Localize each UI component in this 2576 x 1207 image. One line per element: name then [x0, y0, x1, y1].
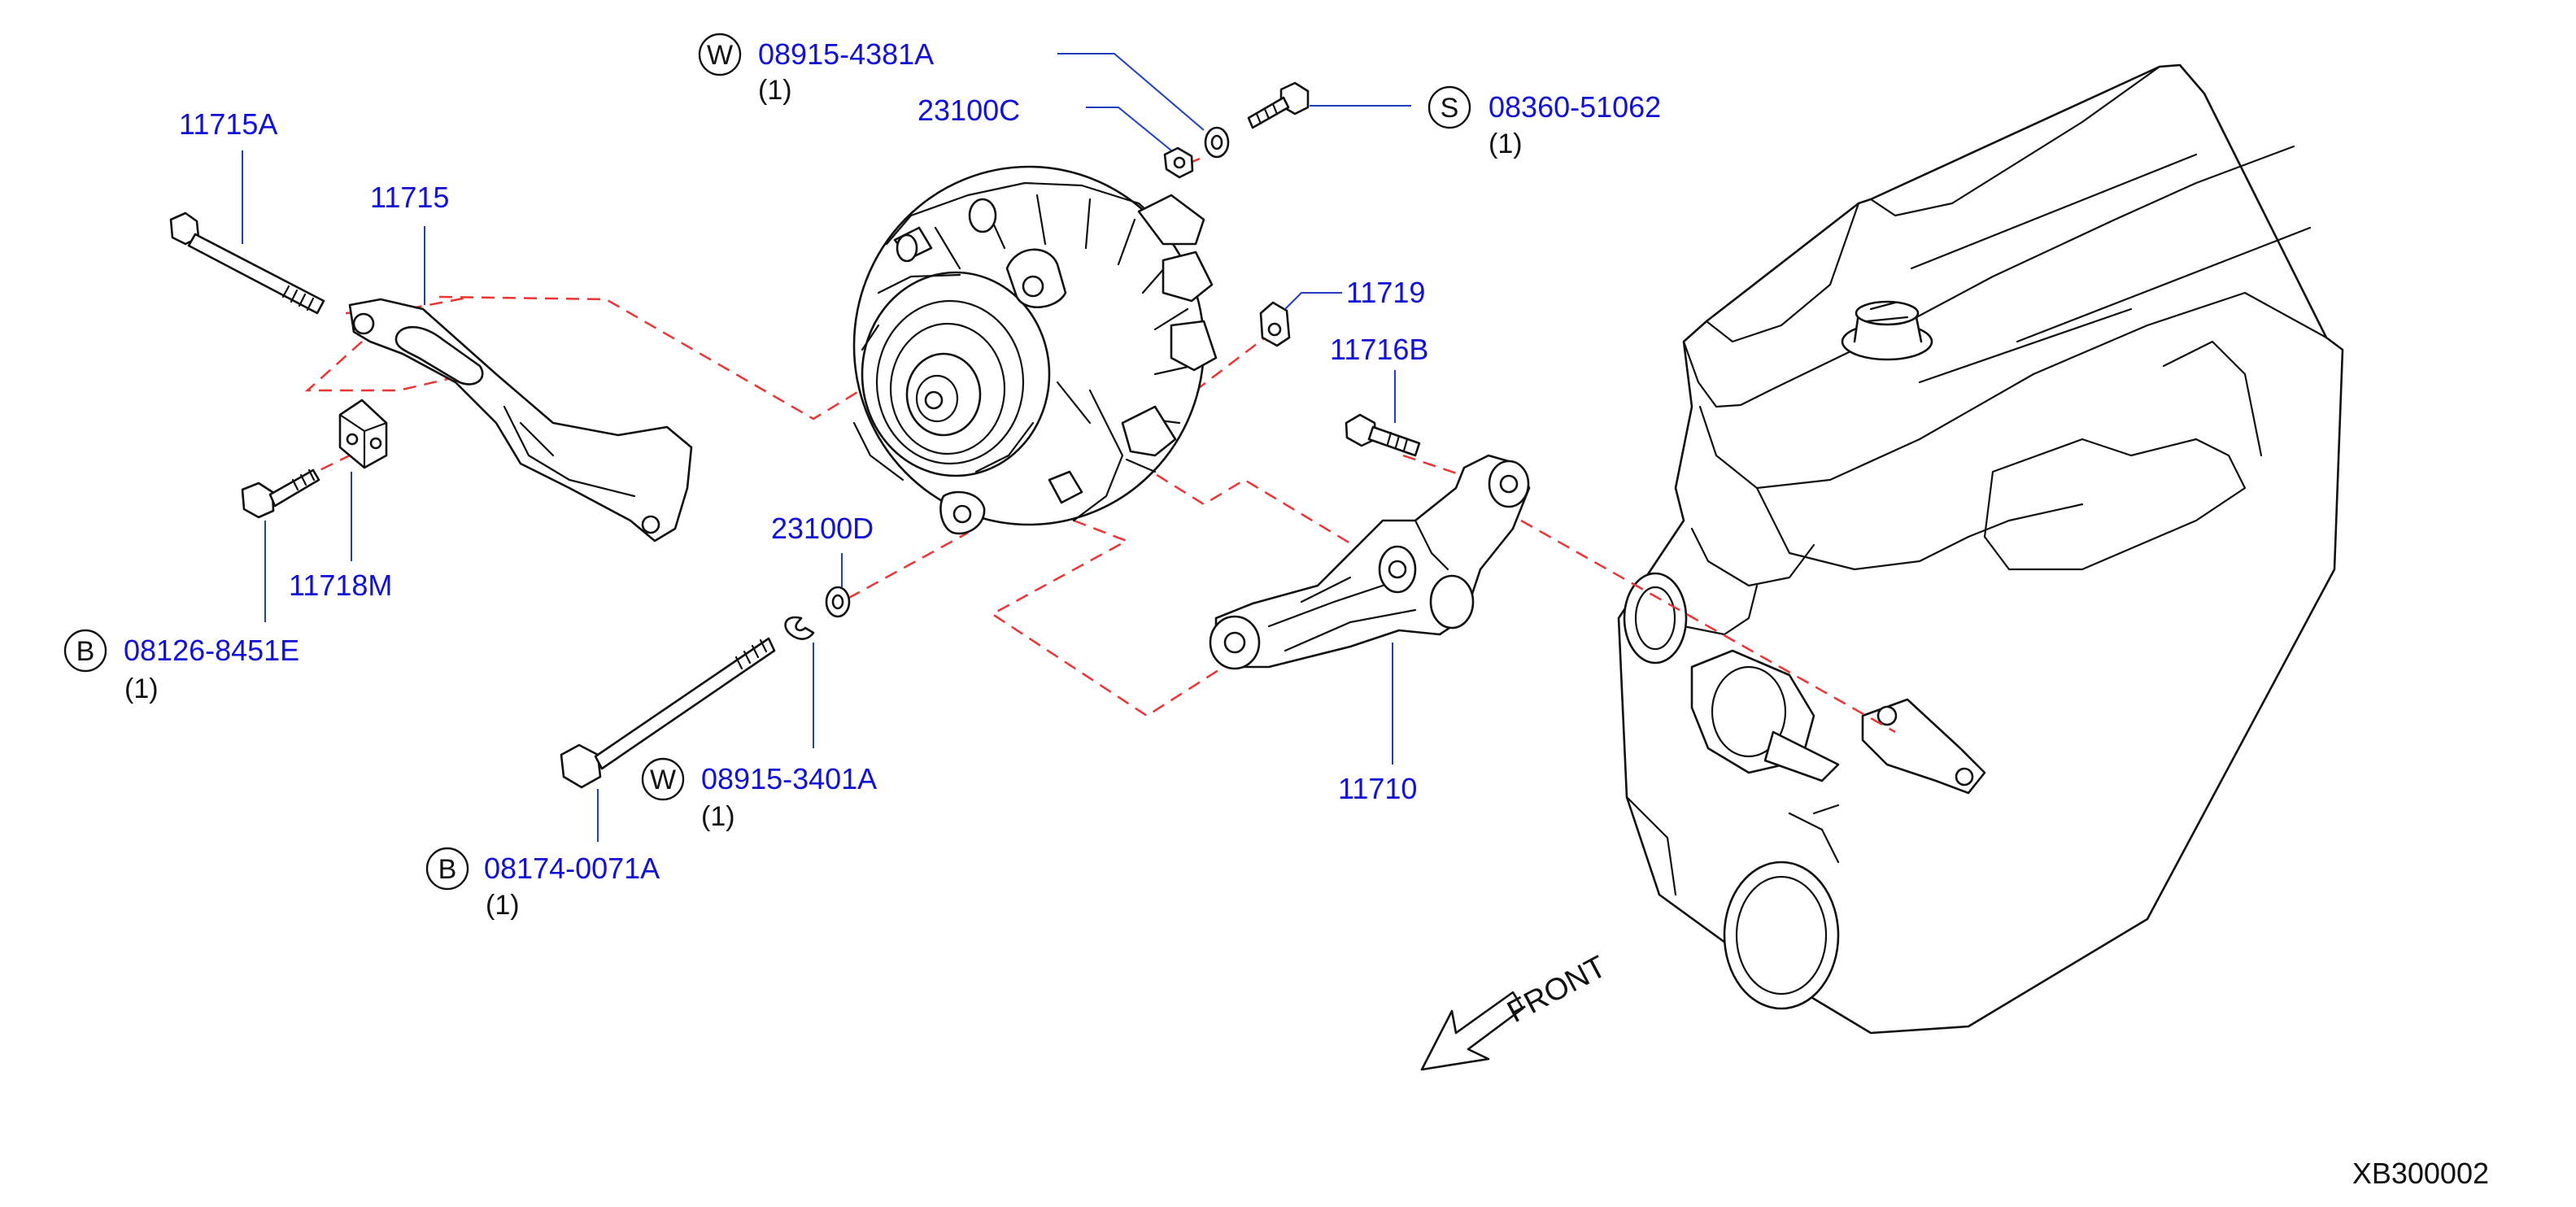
front-direction-arrow: FRONT [1420, 949, 1612, 1071]
part-number[interactable]: 11715A [179, 107, 277, 141]
mounting-bracket-drawing [1209, 454, 1531, 670]
spacer-11719 [1259, 301, 1291, 347]
badge-letter: B [438, 854, 457, 885]
part-number[interactable]: 08360-51062 [1489, 90, 1661, 124]
adjusting-bracket-drawing [348, 298, 693, 542]
nut-23100d [825, 586, 851, 618]
washer-08915-4381a [1204, 126, 1230, 159]
callout-08126-8451e[interactable]: B 08126-8451E (1) [63, 629, 299, 704]
quantity: (1) [124, 673, 159, 704]
badge-circle [698, 33, 742, 76]
part-number[interactable]: 08126-8451E [124, 634, 299, 667]
part-number[interactable]: 11715 [370, 181, 449, 214]
quantity: (1) [486, 890, 520, 921]
stud-08360-51062 [1247, 81, 1310, 129]
quantity: (1) [758, 75, 792, 106]
leader-lines [242, 53, 1411, 842]
nut-23100c [1163, 146, 1194, 179]
badge-letter: W [650, 765, 676, 795]
callout-11710[interactable]: 11710 [1338, 772, 1417, 805]
callout-11715[interactable]: 11715 [370, 181, 449, 214]
callout-23100d[interactable]: 23100D [771, 512, 874, 545]
callout-11718m[interactable]: 11718M [289, 569, 392, 602]
callout-08915-4381a[interactable]: W 08915-4381A (1) [698, 33, 934, 106]
callout-11719[interactable]: 11719 [1346, 276, 1425, 309]
callout-08174-0071a[interactable]: B 08174-0071A (1) [425, 847, 660, 921]
badge-circle [641, 757, 685, 801]
spacer-11718m [338, 399, 388, 469]
part-number[interactable]: 08174-0071A [484, 852, 660, 885]
assembly-dashed-lines [282, 157, 1896, 734]
bolt-08126-8451e [241, 468, 320, 519]
quantity: (1) [701, 801, 735, 832]
bolt-08174-0071a [560, 637, 776, 789]
badge-circle [1427, 85, 1471, 129]
part-number[interactable]: 11710 [1338, 772, 1417, 805]
front-label: FRONT [1502, 949, 1612, 1030]
callout-08915-3401a[interactable]: W 08915-3401A (1) [641, 757, 877, 832]
badge-circle [425, 847, 469, 891]
washer-08915-3401a [784, 616, 815, 640]
part-number[interactable]: 08915-3401A [701, 762, 877, 795]
diagram-reference-id: XB300002 [2352, 1157, 2489, 1190]
part-number[interactable]: 23100D [771, 512, 874, 545]
callout-23100c[interactable]: 23100C [918, 94, 1020, 127]
badge-letter: W [707, 40, 733, 71]
callout-08360-51062[interactable]: S 08360-51062 (1) [1427, 85, 1661, 159]
part-number[interactable]: 11719 [1346, 276, 1425, 309]
bolt-11716b [1345, 413, 1421, 457]
quantity: (1) [1489, 129, 1523, 159]
callout-11715a[interactable]: 11715A [179, 107, 277, 141]
part-number[interactable]: 23100C [918, 94, 1020, 127]
badge-letter: B [76, 636, 95, 667]
bolt-11715a [169, 211, 325, 315]
callout-11716b[interactable]: 11716B [1330, 333, 1428, 366]
part-number[interactable]: 11716B [1330, 333, 1428, 366]
part-number[interactable]: 11718M [289, 569, 392, 602]
alternator-drawing [852, 165, 1218, 535]
engine-block-drawing [1617, 63, 2344, 1035]
badge-letter: S [1441, 93, 1459, 124]
part-number[interactable]: 08915-4381A [758, 37, 934, 71]
badge-circle [63, 629, 107, 673]
